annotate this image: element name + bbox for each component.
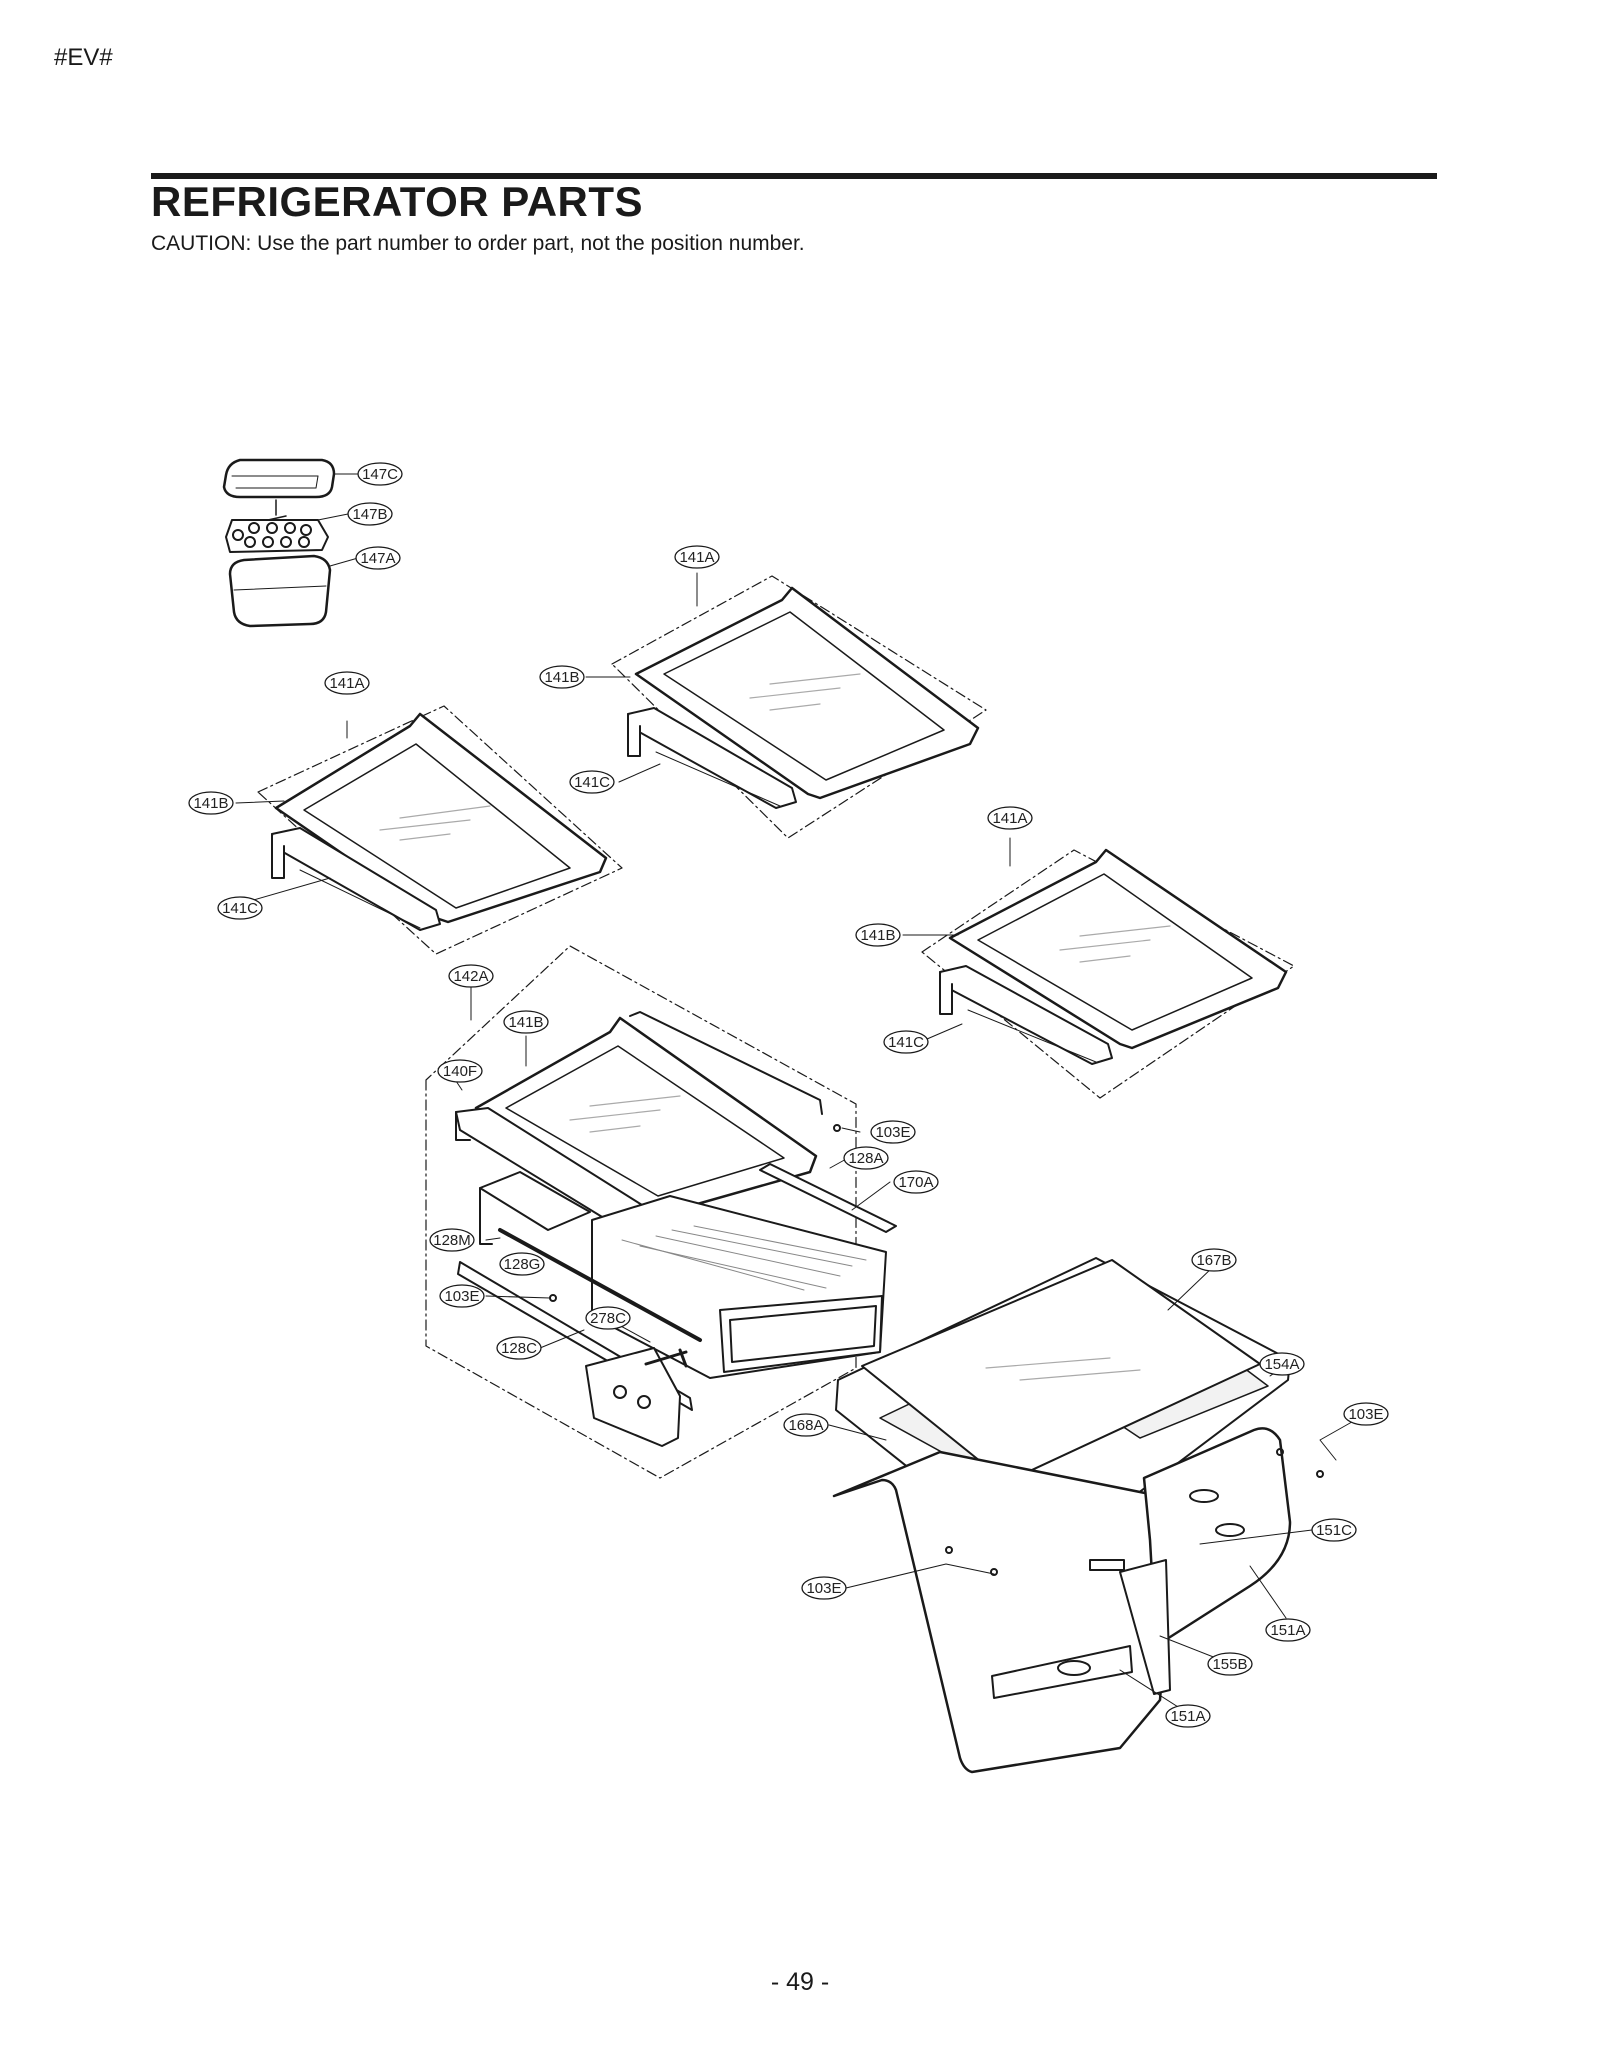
document-code: #EV# (54, 44, 113, 71)
svg-text:141B: 141B (508, 1014, 543, 1031)
svg-text:141A: 141A (329, 675, 364, 692)
crisper-shelf-assembly (425, 945, 897, 1479)
callout-141c-center: 141C (569, 770, 615, 794)
callout-103e-lower: 103E (801, 1576, 847, 1600)
svg-text:141B: 141B (860, 927, 895, 944)
svg-text:128C: 128C (501, 1340, 537, 1357)
callout-140f: 140F (437, 1059, 483, 1083)
callout-141a-left: 141A (324, 671, 370, 695)
svg-text:141A: 141A (679, 549, 714, 566)
svg-text:151C: 151C (1316, 1522, 1352, 1539)
callout-155b: 155B (1207, 1652, 1253, 1676)
callout-103e-right: 103E (1343, 1402, 1389, 1426)
page-title: REFRIGERATOR PARTS (151, 178, 644, 225)
svg-text:142A: 142A (453, 968, 488, 985)
callout-278c: 278C (585, 1306, 631, 1330)
svg-text:168A: 168A (788, 1417, 823, 1434)
callout-151a-right: 151A (1265, 1618, 1311, 1642)
svg-text:155B: 155B (1212, 1656, 1247, 1673)
svg-text:141A: 141A (992, 810, 1027, 827)
svg-text:141B: 141B (544, 669, 579, 686)
svg-text:103E: 103E (1348, 1406, 1383, 1423)
page-number: - 49 - (770, 1968, 830, 1996)
leader-lines (235, 473, 1367, 1713)
svg-text:147B: 147B (352, 506, 387, 523)
callout-168a: 168A (783, 1413, 829, 1437)
title-rule (151, 173, 1437, 179)
callout-141a-right: 141A (987, 806, 1033, 830)
callout-128a: 128A (843, 1146, 889, 1170)
callout-141c-right: 141C (883, 1030, 929, 1054)
callout-141c-left: 141C (217, 896, 263, 920)
caution-note: CAUTION: Use the part number to order pa… (151, 232, 805, 255)
callout-154a: 154A (1259, 1352, 1305, 1376)
svg-text:141C: 141C (574, 774, 610, 791)
callout-170a: 170A (893, 1170, 939, 1194)
callout-128g: 128G (499, 1252, 545, 1276)
shelf-center (611, 575, 987, 839)
callout-141b-crisper: 141B (503, 1010, 549, 1034)
svg-text:128A: 128A (848, 1150, 883, 1167)
svg-text:141B: 141B (193, 795, 228, 812)
svg-text:128G: 128G (504, 1256, 541, 1273)
svg-text:128M: 128M (433, 1232, 471, 1249)
crisper-drawer-assembly (832, 1257, 1324, 1774)
svg-text:151A: 151A (1270, 1622, 1305, 1639)
callout-151c: 151C (1311, 1518, 1357, 1542)
callout-167b: 167B (1191, 1248, 1237, 1272)
egg-box-assembly (222, 458, 336, 628)
svg-text:103E: 103E (444, 1288, 479, 1305)
callout-141a-center: 141A (674, 545, 720, 569)
svg-text:103E: 103E (875, 1124, 910, 1141)
svg-text:167B: 167B (1196, 1252, 1231, 1269)
callout-103e-upper: 103E (870, 1120, 916, 1144)
svg-text:154A: 154A (1264, 1356, 1299, 1373)
shelf-left (257, 705, 623, 955)
callout-141b-center: 141B (539, 665, 585, 689)
callout-128c: 128C (496, 1336, 542, 1360)
callout-151a-left: 151A (1165, 1704, 1211, 1728)
callout-128m: 128M (429, 1228, 475, 1252)
shelf-right (921, 848, 1295, 1099)
callout-103e-left: 103E (439, 1284, 485, 1308)
svg-text:147A: 147A (360, 550, 395, 567)
svg-text:141C: 141C (888, 1034, 924, 1051)
svg-text:141C: 141C (222, 900, 258, 917)
callout-147b: 147B (347, 502, 393, 526)
svg-text:147C: 147C (362, 466, 398, 483)
callout-141b-right: 141B (855, 923, 901, 947)
callout-142a: 142A (448, 964, 494, 988)
callout-147c: 147C (357, 462, 403, 486)
svg-text:170A: 170A (898, 1174, 933, 1191)
svg-text:278C: 278C (590, 1310, 626, 1327)
svg-text:140F: 140F (443, 1063, 477, 1080)
svg-text:151A: 151A (1170, 1708, 1205, 1725)
svg-text:103E: 103E (806, 1580, 841, 1597)
callout-147a: 147A (355, 546, 401, 570)
callout-141b-left: 141B (188, 791, 234, 815)
